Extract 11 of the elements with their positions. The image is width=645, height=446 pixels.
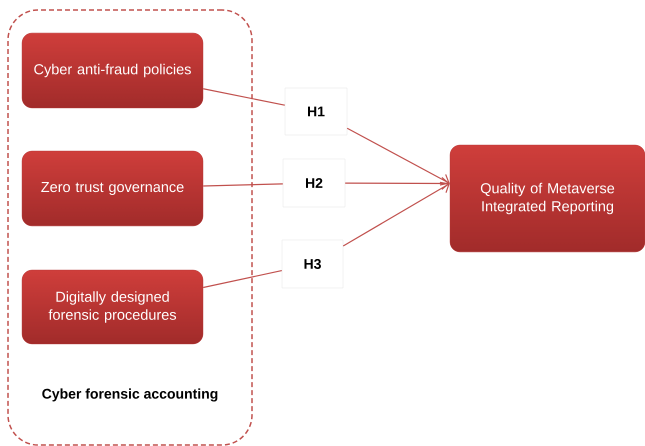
factor-box: Quality of Metaverse Integrated Reporting	[450, 144, 645, 252]
arrow	[346, 128, 450, 186]
hypothesis-box: H1	[284, 88, 348, 136]
hypothesis-box: H2	[282, 158, 346, 208]
arrow	[342, 182, 450, 247]
factor-box: Digitally designed forensic procedures	[22, 270, 204, 344]
factor-box: Zero trust governance	[22, 150, 204, 226]
hypothesis-box: H3	[282, 240, 344, 288]
factor-box: Cyber anti-fraud policies	[22, 32, 204, 108]
arrow	[345, 177, 450, 190]
group-label: Cyber forensic accounting	[42, 388, 218, 402]
